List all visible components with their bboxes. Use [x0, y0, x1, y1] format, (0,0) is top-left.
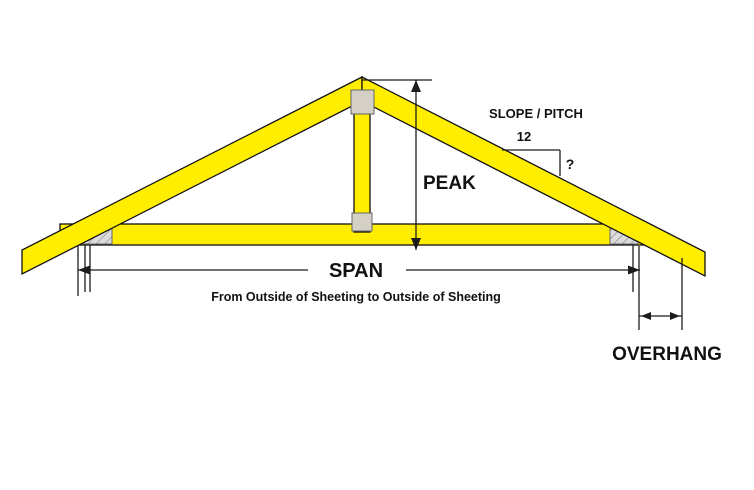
overhang-arrow-right: [670, 312, 680, 320]
span-arrow-left: [78, 265, 90, 275]
overhang-arrow-left: [641, 312, 651, 320]
span-arrow-right: [628, 265, 640, 275]
slope-pitch-label: SLOPE / PITCH: [489, 106, 583, 121]
pitch-rise-label: ?: [566, 156, 575, 172]
span-label: SPAN: [329, 260, 383, 282]
peak-arrow-down: [411, 238, 421, 250]
span-label-mask: [308, 257, 406, 283]
king-post-base-block: [351, 212, 373, 232]
ridge-block: [350, 89, 375, 115]
peak-label: PEAK: [423, 173, 476, 194]
peak-arrow-up: [411, 80, 421, 92]
span-note: From Outside of Sheeting to Outside of S…: [211, 290, 501, 304]
king-post: [353, 99, 371, 233]
pitch-run-label: 12: [517, 129, 531, 144]
overhang-label: OVERHANG: [612, 344, 722, 365]
